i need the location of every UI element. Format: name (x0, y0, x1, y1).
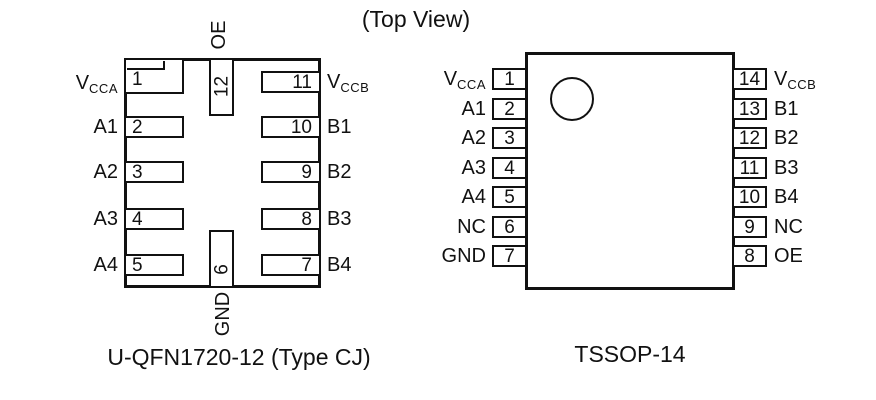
tssop-pin13-box: 13 (732, 98, 767, 120)
tssop-vccb-label: VCCB (774, 68, 817, 92)
qfn-pin9-number: 9 (301, 161, 312, 183)
tssop-pin8-number: 8 (744, 245, 755, 267)
qfn-pin3-number: 3 (132, 161, 143, 183)
tssop-pin7-box: 7 (492, 245, 527, 267)
qfn-b2-label: B2 (327, 161, 352, 183)
tssop-pin1-number: 1 (504, 68, 515, 90)
qfn-pin4-box: 4 (124, 208, 184, 230)
qfn-vccb-label: VCCB (327, 71, 370, 95)
tssop-pin11-number: 11 (739, 157, 760, 179)
qfn-pin1-notch (127, 61, 165, 70)
tssop-pin6-box: 6 (492, 216, 527, 238)
qfn-pin7-box: 7 (261, 254, 321, 276)
qfn-a1-label: A1 (93, 116, 118, 138)
tssop-pin12-box: 12 (732, 127, 767, 149)
tssop-pin14-box: 14 (732, 68, 767, 90)
qfn-pin3-box: 3 (124, 161, 184, 183)
qfn-pin2-number: 2 (132, 116, 143, 138)
tssop-pin2-number: 2 (504, 98, 515, 120)
tssop-pin6-number: 6 (504, 216, 515, 238)
qfn-a4-label: A4 (93, 254, 118, 276)
tssop-pin5-box: 5 (492, 186, 527, 208)
qfn-pin1-number: 1 (132, 69, 143, 90)
qfn-pin12-number: 12 (211, 75, 233, 98)
qfn-gnd-label: GND (212, 291, 234, 337)
qfn-a3-label: A3 (93, 208, 118, 230)
tssop-pin3-number: 3 (504, 127, 515, 149)
qfn-pin6-box (209, 230, 234, 288)
tssop-pin4-box: 4 (492, 157, 527, 179)
tssop-nc-right-label: NC (774, 216, 803, 238)
qfn-pin10-number: 10 (290, 116, 312, 138)
tssop-pin14-number: 14 (738, 68, 761, 90)
tssop-pin4-number: 4 (504, 157, 515, 179)
qfn-oe-label: OE (208, 20, 230, 50)
qfn-pin12-box (209, 58, 234, 116)
qfn-caption: U-QFN1720-12 (Type CJ) (107, 344, 371, 370)
qfn-pin10-box: 10 (261, 116, 321, 138)
tssop-pin3-box: 3 (492, 127, 527, 149)
tssop-b1-label: B1 (774, 98, 799, 120)
tssop-pin11-box: 11 (732, 157, 767, 179)
tssop-pin12-number: 12 (738, 127, 761, 149)
tssop-a1-label: A1 (461, 98, 486, 120)
tssop-pin9-box: 9 (732, 216, 767, 238)
page-title: (Top View) (361, 6, 471, 32)
tssop-b3-label: B3 (774, 157, 799, 179)
pin1-indicator-dot (550, 77, 594, 121)
qfn-pin11-box: 11 (261, 71, 321, 93)
tssop-pin5-number: 5 (504, 186, 515, 208)
tssop-pin2-box: 2 (492, 98, 527, 120)
qfn-pin11-number: 11 (292, 71, 312, 93)
tssop-pin8-box: 8 (732, 245, 767, 267)
tssop-a2-label: A2 (461, 127, 486, 149)
tssop-pin10-number: 10 (738, 186, 761, 208)
tssop-pin10-box: 10 (732, 186, 767, 208)
tssop-pin7-number: 7 (504, 245, 515, 267)
qfn-b4-label: B4 (327, 254, 352, 276)
tssop-a4-label: A4 (461, 186, 486, 208)
qfn-pin4-number: 4 (132, 208, 143, 230)
tssop-b2-label: B2 (774, 127, 799, 149)
qfn-b3-label: B3 (327, 208, 352, 230)
tssop-a3-label: A3 (461, 157, 486, 179)
tssop-b4-label: B4 (774, 186, 799, 208)
tssop-pin9-number: 9 (744, 216, 755, 238)
qfn-pin7-number: 7 (301, 254, 312, 276)
tssop-vcca-label: VCCA (443, 68, 486, 92)
tssop-caption: TSSOP-14 (574, 341, 686, 367)
qfn-pin8-number: 8 (301, 208, 312, 230)
tssop-gnd-label: GND (441, 245, 486, 267)
qfn-pin2-box: 2 (124, 116, 184, 138)
qfn-pin9-box: 9 (261, 161, 321, 183)
tssop-pin13-number: 13 (738, 98, 761, 120)
qfn-vcca-label: VCCA (75, 72, 118, 96)
tssop-nc-left-label: NC (457, 216, 486, 238)
qfn-a2-label: A2 (93, 161, 118, 183)
qfn-pin8-box: 8 (261, 208, 321, 230)
qfn-b1-label: B1 (327, 116, 352, 138)
qfn-pin5-box: 5 (124, 254, 184, 276)
tssop-oe-label: OE (774, 245, 803, 267)
qfn-pin5-number: 5 (132, 254, 143, 276)
tssop-pin1-box: 1 (492, 68, 527, 90)
